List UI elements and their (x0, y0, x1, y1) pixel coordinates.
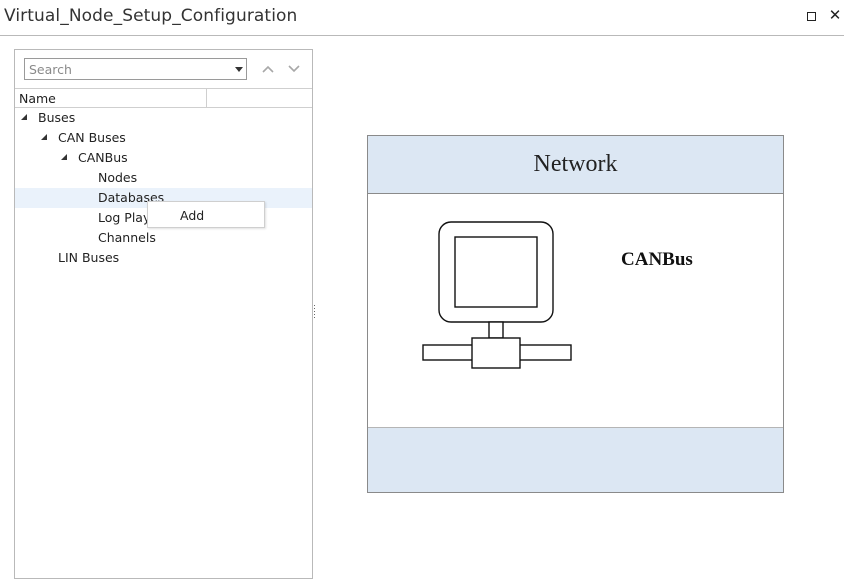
maximize-icon[interactable] (804, 8, 818, 24)
tree-item-lin-buses[interactable]: LIN Buses (58, 250, 120, 265)
close-icon[interactable]: ✕ (828, 7, 842, 24)
chevron-up-icon[interactable] (260, 62, 276, 76)
panel-splitter[interactable] (313, 305, 316, 321)
search-box (24, 58, 247, 80)
context-menu-item-add[interactable]: Add (180, 208, 205, 223)
bus-name-label: CANBus (621, 249, 693, 270)
tree-item-log-play[interactable]: Log Play (98, 210, 151, 225)
network-header: Network (368, 136, 783, 194)
network-panel: Network CANBus (367, 135, 784, 493)
tree-column-header: Name (15, 88, 312, 108)
tree-item-can-buses[interactable]: CAN Buses (15, 128, 312, 148)
column-separator[interactable] (206, 89, 207, 107)
chevron-down-icon[interactable] (286, 62, 302, 76)
expanded-arrow-icon[interactable] (61, 154, 67, 160)
search-dropdown-icon[interactable] (235, 67, 243, 72)
column-name-header[interactable]: Name (19, 91, 56, 106)
expanded-arrow-icon[interactable] (41, 134, 47, 140)
tree-item-canbus[interactable]: CANBus (15, 148, 312, 168)
expanded-arrow-icon[interactable] (21, 114, 27, 120)
network-footer (368, 427, 783, 492)
window-title: Virtual_Node_Setup_Configuration (4, 6, 298, 26)
tree-item-buses[interactable]: Buses (15, 108, 312, 128)
network-title: Network (533, 151, 618, 177)
search-input[interactable] (25, 59, 225, 79)
network-computer-icon (422, 221, 572, 369)
tree-item-nodes[interactable]: Nodes (98, 170, 138, 185)
tree-item-channels[interactable]: Channels (98, 230, 156, 245)
context-menu: Add (147, 201, 265, 228)
tree-panel: Name Buses CAN Buses CANBus Nodes Databa… (14, 49, 313, 579)
title-bar: Virtual_Node_Setup_Configuration ✕ (0, 0, 844, 36)
